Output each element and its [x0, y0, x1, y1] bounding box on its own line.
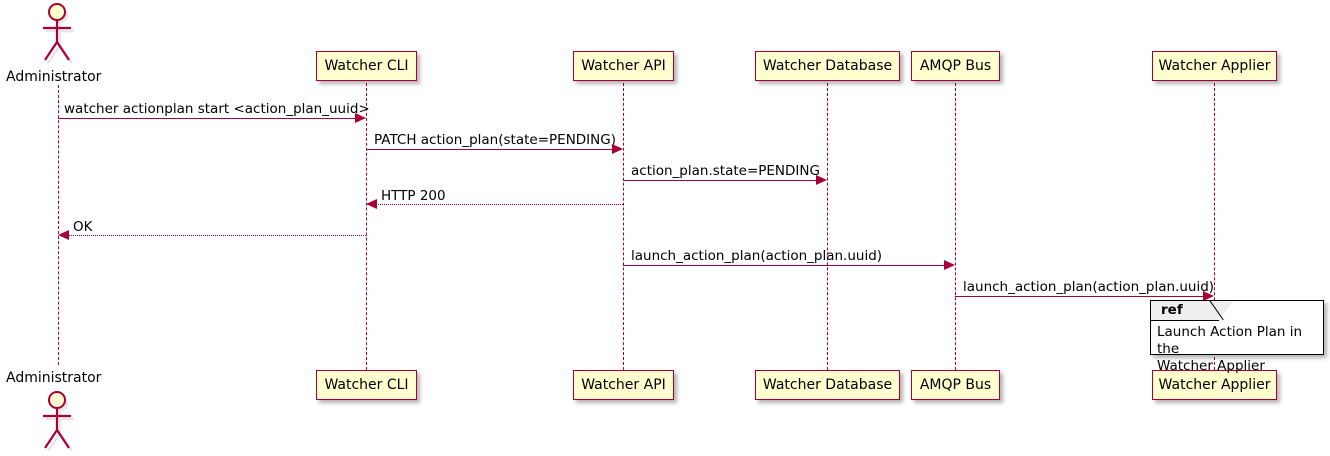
lifeline-watcher-api — [623, 83, 624, 370]
ref-fragment-tab: ref — [1151, 300, 1233, 321]
message-5-label: OK — [73, 219, 93, 235]
message-6-label: launch_action_plan(action_plan.uuid) — [631, 248, 883, 264]
participant-watcher-api-top[interactable]: Watcher API — [573, 51, 674, 81]
ref-fragment[interactable]: ref Launch Action Plan in the Watcher Ap… — [1150, 300, 1324, 374]
participant-watcher-database-bottom[interactable]: Watcher Database — [755, 370, 900, 400]
participant-watcher-cli-bottom[interactable]: Watcher CLI — [316, 370, 417, 400]
participant-watcher-applier-top[interactable]: Watcher Applier — [1152, 51, 1277, 81]
actor-administrator-top-label: Administrator — [6, 69, 102, 85]
participant-watcher-api-bottom[interactable]: Watcher API — [573, 370, 674, 400]
lifeline-amqp-bus — [955, 83, 956, 370]
lifeline-watcher-database — [827, 83, 828, 370]
ref-fragment-tab-corner — [1219, 301, 1233, 321]
message-2-label: PATCH action_plan(state=PENDING) — [374, 132, 616, 148]
ref-fragment-keyword: ref — [1161, 302, 1183, 318]
ref-fragment-body: Launch Action Plan in the Watcher Applie… — [1151, 321, 1323, 379]
lifeline-administrator — [58, 85, 59, 365]
message-1-arrowhead — [355, 113, 366, 123]
message-2-line — [366, 149, 615, 150]
message-6-arrowhead — [944, 260, 955, 270]
actor-administrator-bottom-icon — [43, 391, 74, 452]
participant-amqp-bus-top[interactable]: AMQP Bus — [911, 51, 1000, 81]
message-5-arrowhead — [58, 230, 69, 240]
participant-amqp-bus-bottom[interactable]: AMQP Bus — [911, 370, 1000, 400]
message-4-line — [374, 204, 623, 205]
actor-administrator-top-icon — [43, 3, 74, 64]
lifeline-watcher-cli — [366, 83, 367, 370]
message-2-arrowhead — [612, 144, 623, 154]
participant-watcher-database-top[interactable]: Watcher Database — [755, 51, 900, 81]
ref-fragment-line-1: Launch Action Plan in the — [1157, 324, 1303, 357]
ref-fragment-line-2: Watcher Applier — [1157, 358, 1265, 374]
actor-administrator-bottom-label: Administrator — [6, 370, 102, 386]
message-7-label: launch_action_plan(action_plan.uuid) — [963, 279, 1215, 295]
message-3-arrowhead — [816, 175, 827, 185]
message-3-label: action_plan.state=PENDING — [631, 163, 820, 179]
message-6-line — [623, 265, 947, 266]
message-7-arrowhead — [1203, 291, 1214, 301]
message-1-label: watcher actionplan start <action_plan_uu… — [64, 101, 370, 117]
message-5-line — [66, 235, 366, 236]
message-7-line — [955, 296, 1203, 297]
message-4-arrowhead — [366, 199, 377, 209]
lifeline-watcher-applier — [1214, 83, 1215, 370]
message-1-line — [58, 118, 358, 119]
participant-watcher-cli-top[interactable]: Watcher CLI — [316, 51, 417, 81]
message-4-label: HTTP 200 — [381, 188, 446, 204]
message-3-line — [623, 180, 819, 181]
participant-watcher-applier-bottom[interactable]: Watcher Applier — [1152, 370, 1277, 400]
